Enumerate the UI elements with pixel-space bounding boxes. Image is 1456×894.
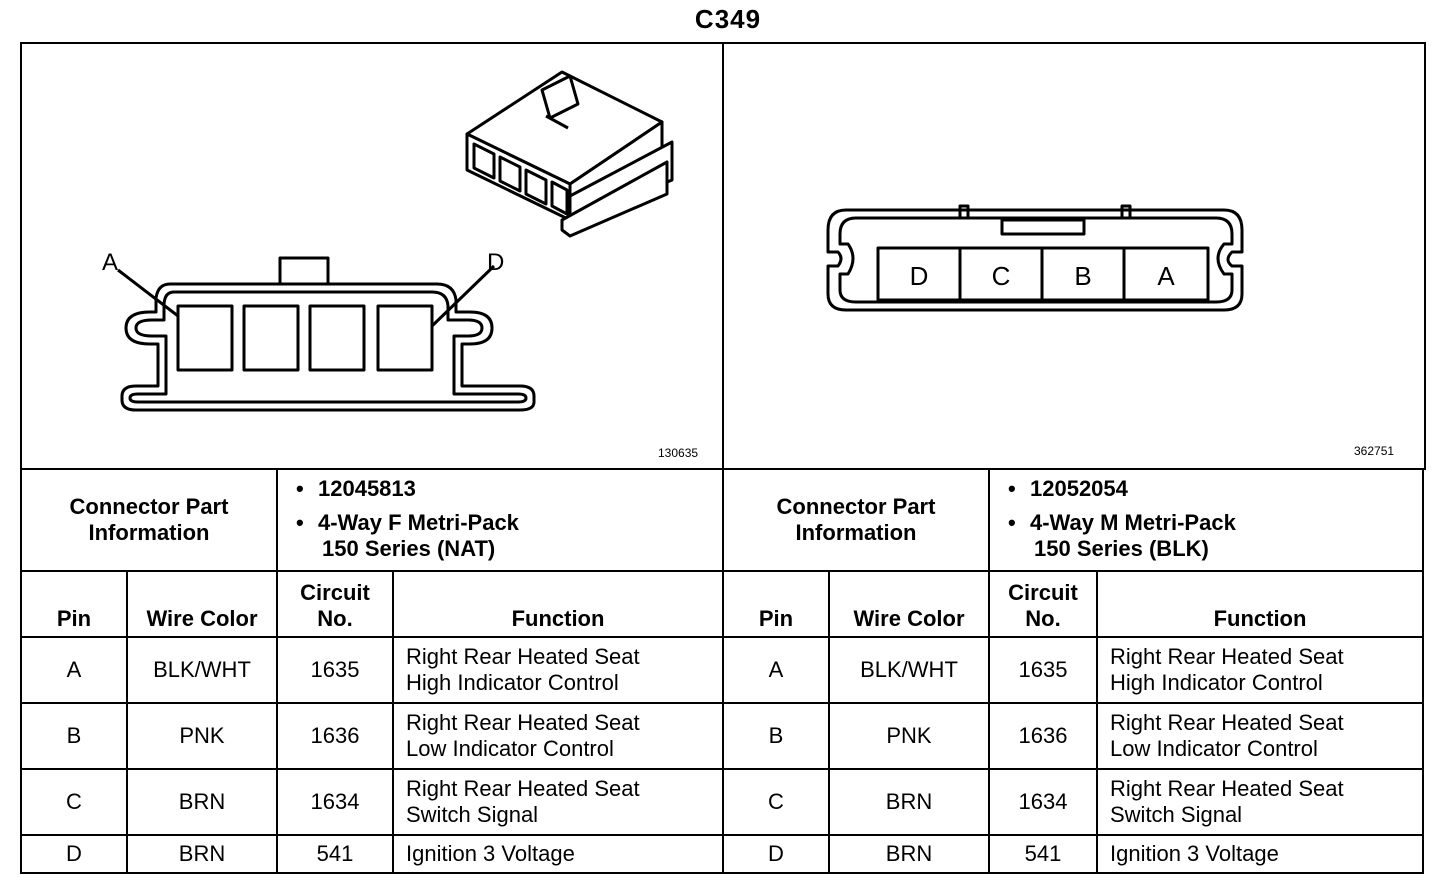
- table-row: D BRN 541 Ignition 3 Voltage: [20, 834, 724, 874]
- wire-color-cell: BRN: [126, 768, 278, 836]
- function-line-2: High Indicator Control: [1110, 670, 1323, 695]
- header-pin: Pin: [20, 570, 128, 638]
- circuit-cell: 541: [988, 834, 1098, 874]
- function-line-2: Switch Signal: [1110, 802, 1243, 827]
- pin-cell: C: [722, 768, 830, 836]
- pin-cell: D: [722, 834, 830, 874]
- pin-cell: D: [20, 834, 128, 874]
- circuit-cell: 1635: [276, 636, 394, 704]
- wire-color-cell: BRN: [126, 834, 278, 874]
- part-info-label: Connector Part Information: [722, 468, 990, 572]
- callout-pin-d: D: [487, 249, 504, 276]
- pin-label-a: A: [1157, 261, 1175, 291]
- header-circuit-no: Circuit No.: [988, 570, 1098, 638]
- part-info-value: •12052054 •4-Way M Metri-Pack 150 Series…: [988, 468, 1424, 572]
- pin-cell: A: [20, 636, 128, 704]
- part-number: 12045813: [318, 476, 416, 501]
- female-connector-drawing: A D: [102, 70, 674, 412]
- callout-pin-a: A: [102, 249, 118, 276]
- function-line-2: Low Indicator Control: [406, 736, 614, 761]
- header-row: Pin Wire Color Circuit No. Function: [20, 570, 724, 638]
- part-info-row: Connector Part Information •12045813 •4-…: [20, 468, 724, 572]
- header-wire-color: Wire Color: [828, 570, 990, 638]
- function-line-2: High Indicator Control: [406, 670, 619, 695]
- function-line-2: Switch Signal: [406, 802, 539, 827]
- part-description: 4-Way F Metri-Pack: [318, 510, 519, 535]
- function-line-1: Right Rear Heated Seat: [406, 644, 640, 669]
- wire-color-cell: BRN: [828, 768, 990, 836]
- part-number: 12052054: [1030, 476, 1128, 501]
- circuit-cell: 1636: [988, 702, 1098, 770]
- pin-cell: A: [722, 636, 830, 704]
- header-circuit-no: Circuit No.: [276, 570, 394, 638]
- table-row: D BRN 541 Ignition 3 Voltage: [722, 834, 1424, 874]
- function-line-1: Ignition 3 Voltage: [406, 841, 575, 866]
- wire-color-cell: BLK/WHT: [828, 636, 990, 704]
- right-connector-drawing-panel: D C B A 362751: [722, 42, 1426, 470]
- wire-color-cell: PNK: [126, 702, 278, 770]
- function-line-1: Ignition 3 Voltage: [1110, 841, 1279, 866]
- left-pinout-table: Connector Part Information •12045813 •4-…: [20, 468, 724, 874]
- circuit-cell: 1636: [276, 702, 394, 770]
- male-connector-face: [826, 204, 1244, 312]
- pin-label-c: C: [992, 261, 1011, 291]
- right-pinout-table: Connector Part Information •12052054 •4-…: [722, 468, 1424, 874]
- wire-color-cell: PNK: [828, 702, 990, 770]
- wire-color-cell: BLK/WHT: [126, 636, 278, 704]
- header-wire-color: Wire Color: [126, 570, 278, 638]
- part-description: 4-Way M Metri-Pack: [1030, 510, 1236, 535]
- left-connector-drawing-panel: A D 130635: [20, 42, 724, 470]
- function-line-1: Right Rear Heated Seat: [1110, 776, 1344, 801]
- function-line-1: Right Rear Heated Seat: [406, 710, 640, 735]
- function-cell: Ignition 3 Voltage: [1096, 834, 1424, 874]
- header-row: Pin Wire Color Circuit No. Function: [722, 570, 1424, 638]
- pin-label-d: D: [910, 261, 929, 291]
- header-function: Function: [392, 570, 724, 638]
- pin-cell: C: [20, 768, 128, 836]
- function-cell: Ignition 3 Voltage: [392, 834, 724, 874]
- part-series: 150 Series (NAT): [322, 536, 496, 561]
- pin-cell: B: [20, 702, 128, 770]
- pin-label-b: B: [1074, 261, 1091, 291]
- part-info-label: Connector Part Information: [20, 468, 278, 572]
- function-line-1: Right Rear Heated Seat: [1110, 710, 1344, 735]
- header-pin: Pin: [722, 570, 830, 638]
- pin-cell: B: [722, 702, 830, 770]
- header-function: Function: [1096, 570, 1424, 638]
- circuit-cell: 1635: [988, 636, 1098, 704]
- male-connector-drawing: D C B A: [826, 204, 1244, 312]
- function-line-1: Right Rear Heated Seat: [406, 776, 640, 801]
- wire-color-cell: BRN: [828, 834, 990, 874]
- page-title: C349: [694, 4, 762, 34]
- part-info-value: •12045813 •4-Way F Metri-Pack 150 Series…: [276, 468, 724, 572]
- female-connector-face: [117, 256, 536, 412]
- figure-id: 362751: [1354, 444, 1395, 458]
- circuit-cell: 541: [276, 834, 394, 874]
- figure-id: 130635: [658, 446, 699, 460]
- part-info-row: Connector Part Information •12052054 •4-…: [722, 468, 1424, 572]
- circuit-cell: 1634: [276, 768, 394, 836]
- circuit-cell: 1634: [988, 768, 1098, 836]
- part-series: 150 Series (BLK): [1034, 536, 1209, 561]
- isometric-connector-view: [465, 70, 674, 238]
- function-line-2: Low Indicator Control: [1110, 736, 1318, 761]
- function-line-1: Right Rear Heated Seat: [1110, 644, 1344, 669]
